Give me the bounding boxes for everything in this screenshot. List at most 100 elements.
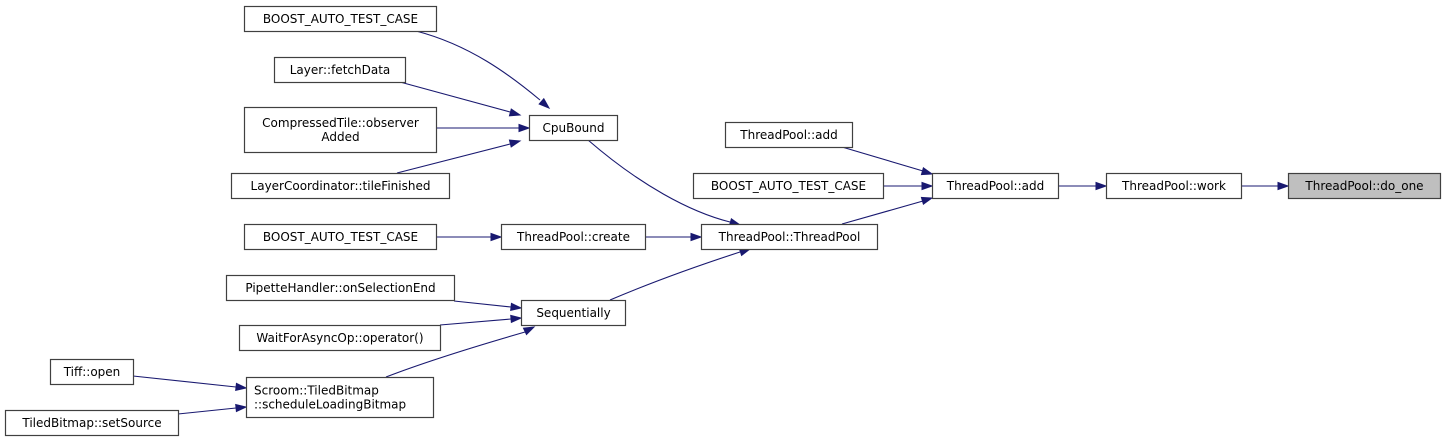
edge-tiledbitmap-setsource-to-scroom-tiledbitmap-scheduleloadingbitmap [177,403,248,415]
node-label: BOOST_AUTO_TEST_CASE [263,12,418,26]
edge-sequentially-to-threadpool-threadpool [609,248,752,301]
node-box[interactable] [230,172,451,200]
edge-layercoordinator-tilefinished-to-cpubound [396,139,522,174]
node-tiff-open[interactable]: Tiff::open [49,358,135,386]
edge-scroom-tiledbitmap-scheduleloadingbitmap-to-sequentially [385,326,536,378]
edge-line [399,81,511,113]
node-box[interactable] [724,121,854,149]
arrowhead-icon [508,108,522,117]
node-threadpool-work[interactable]: ThreadPool::work [1105,172,1243,200]
edge-line [132,375,237,388]
node-label: Sequentially [536,306,610,320]
arrowhead-icon [510,314,523,324]
arrowhead-icon [921,181,934,191]
node-box[interactable] [245,376,435,419]
arrowhead-icon [510,302,523,312]
node-label: CpuBound [542,121,604,135]
node-box[interactable] [1287,172,1442,200]
node-layer-fetchdata[interactable]: Layer::fetchData [273,56,407,84]
node-threadpool-add[interactable]: ThreadPool::add [931,172,1060,200]
node-cpubound[interactable]: CpuBound [528,114,619,142]
edge-waitforasyncop-operator-to-sequentially [439,314,523,326]
node-box[interactable] [528,114,619,142]
edge-line [177,407,237,415]
edge-threadpool-threadpool-to-threadpool-add [841,196,934,225]
node-box[interactable] [520,299,627,327]
arrowhead-icon [538,97,551,109]
node-box[interactable] [4,409,180,437]
edge-line [439,318,512,326]
arrowhead-icon [920,196,934,205]
arrowhead-icon [518,123,531,133]
node-threadpool-add[interactable]: ThreadPool::add [724,121,854,149]
edge-pipettehandler-onselectionend-to-sequentially [453,300,523,312]
node-label: ThreadPool::work [1121,179,1226,193]
arrowhead-icon [235,403,248,413]
node-boost-auto-test-case[interactable]: BOOST_AUTO_TEST_CASE [243,223,438,251]
edge-threadpool-add-to-threadpool-add [841,146,934,176]
edge-layer-fetchdata-to-cpubound [399,81,522,117]
node-waitforasyncop-operator[interactable]: WaitForAsyncOp::operator() [238,324,442,352]
arrowhead-icon [508,139,522,148]
edge-line [396,143,511,174]
node-layercoordinator-tilefinished[interactable]: LayerCoordinator::tileFinished [230,172,451,200]
node-box[interactable] [243,106,438,154]
arrowhead-icon [1095,181,1108,191]
node-label: ThreadPool::do_one [1304,179,1423,193]
node-label: Tiff::open [63,365,121,379]
node-boost-auto-test-case[interactable]: BOOST_AUTO_TEST_CASE [243,5,438,33]
node-label: CompressedTile::observer [262,116,419,130]
node-scroom-tiledbitmap-scheduleloadingbitmap[interactable]: Scroom::TiledBitmap::scheduleLoadingBitm… [245,376,435,419]
node-label: Scroom::TiledBitmap [254,384,379,398]
node-box[interactable] [700,223,879,251]
arrowhead-icon [235,382,248,392]
node-label: ThreadPool::add [739,128,837,142]
node-box[interactable] [1105,172,1243,200]
node-label: ThreadPool::add [946,179,1044,193]
edge-line [841,200,924,225]
node-threadpool-threadpool[interactable]: ThreadPool::ThreadPool [700,223,879,251]
node-box[interactable] [225,274,456,302]
node-boost-auto-test-case[interactable]: BOOST_AUTO_TEST_CASE [692,172,885,200]
edge-compressedtile-observeradded-to-cpubound [436,123,531,133]
node-pipettehandler-onselectionend[interactable]: PipetteHandler::onSelectionEnd [225,274,456,302]
arrowhead-icon [1277,181,1290,191]
node-threadpool-create[interactable]: ThreadPool::create [500,223,647,251]
edge-boost-auto-test-case-to-cpubound [415,30,551,109]
node-label: Layer::fetchData [290,63,391,77]
arrowhead-icon [920,167,934,176]
arrowhead-icon [490,232,503,242]
node-label: BOOST_AUTO_TEST_CASE [711,179,866,193]
node-box[interactable] [273,56,407,84]
node-tiledbitmap-setsource[interactable]: TiledBitmap::setSource [4,409,180,437]
node-box[interactable] [243,5,438,33]
node-label: ::scheduleLoadingBitmap [254,398,406,412]
node-box[interactable] [243,223,438,251]
node-label: BOOST_AUTO_TEST_CASE [263,230,418,244]
node-label: ThreadPool::ThreadPool [718,230,861,244]
node-label: ThreadPool::create [516,230,630,244]
node-sequentially[interactable]: Sequentially [520,299,627,327]
node-label: Added [321,130,359,144]
node-box[interactable] [49,358,135,386]
edge-threadpool-work-to-threadpool-do-one [1241,181,1290,191]
nodes-layer: ThreadPool::do_oneThreadPool::workThread… [4,5,1442,437]
node-box[interactable] [500,223,647,251]
arrowhead-icon [690,232,703,242]
node-label: TiledBitmap::setSource [21,416,161,430]
edge-line [587,139,731,223]
edge-threadpool-create-to-threadpool-threadpool [645,232,703,242]
edge-line [841,146,924,172]
node-label: PipetteHandler::onSelectionEnd [245,281,435,295]
edge-threadpool-add-to-threadpool-work [1058,181,1108,191]
node-box[interactable] [238,324,442,352]
node-box[interactable] [931,172,1060,200]
edge-tiff-open-to-scroom-tiledbitmap-scheduleloadingbitmap [132,375,248,392]
node-threadpool-do-one[interactable]: ThreadPool::do_one [1287,172,1442,200]
node-box[interactable] [692,172,885,200]
edge-line [415,30,541,101]
arrowhead-icon [522,326,536,336]
edge-line [385,331,526,378]
